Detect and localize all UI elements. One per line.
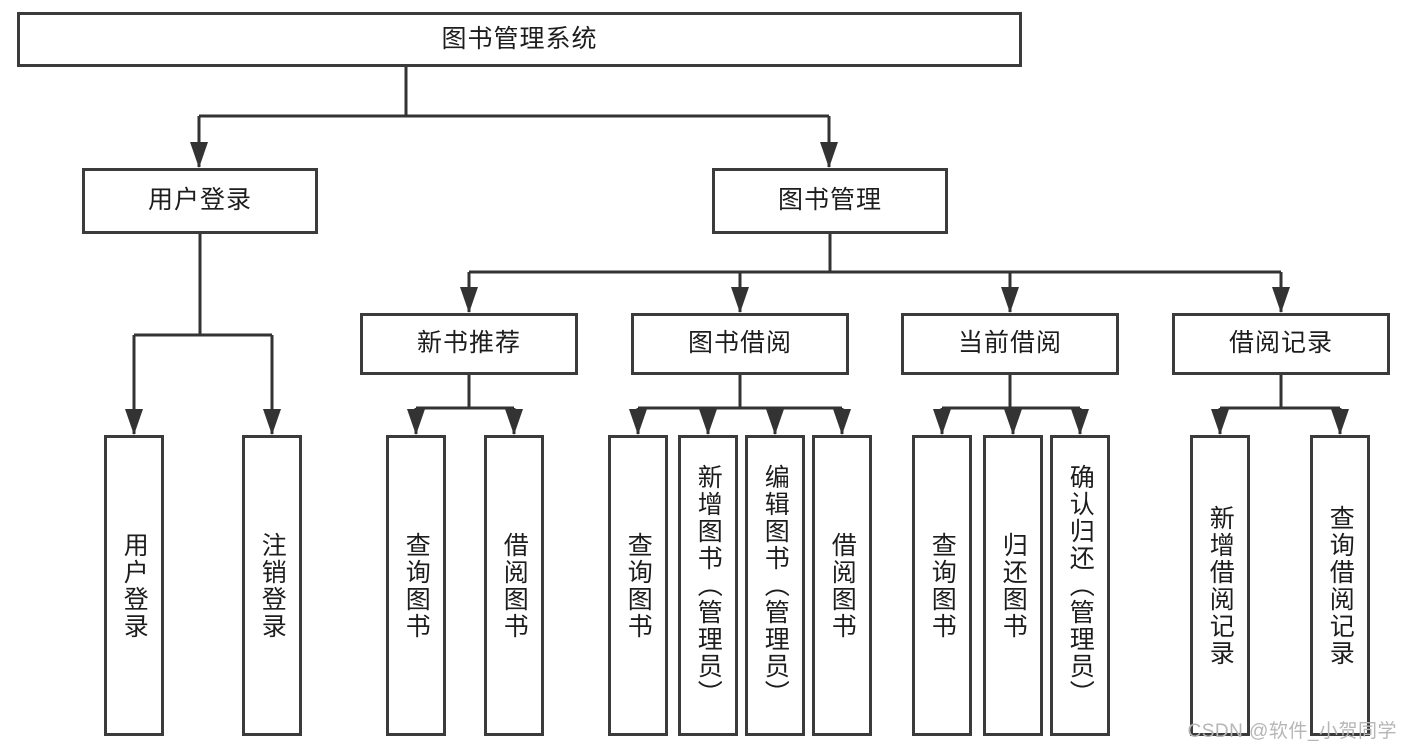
node-leaf-borrow-book-1[interactable]: 借阅图书 xyxy=(484,435,544,736)
node-leaf-borrow-book-2[interactable]: 借阅图书 xyxy=(812,435,872,736)
node-user-login[interactable]: 用户登录 xyxy=(82,168,318,234)
node-leaf-borrow-book-2-label: 借阅图书 xyxy=(828,531,857,640)
node-leaf-borrow-book-1-label: 借阅图书 xyxy=(500,531,529,640)
node-current-borrow[interactable]: 当前借阅 xyxy=(901,313,1119,375)
node-leaf-edit-book-label: 编辑图书（管理员） xyxy=(761,464,790,707)
node-new-book-recommend-label: 新书推荐 xyxy=(416,329,521,358)
node-root[interactable]: 图书管理系统 xyxy=(17,12,1022,67)
node-leaf-query-record[interactable]: 查询借阅记录 xyxy=(1310,435,1370,736)
watermark: CSDN @软件_小贺同学 xyxy=(1187,721,1397,742)
node-leaf-edit-book[interactable]: 编辑图书（管理员） xyxy=(745,435,805,736)
node-leaf-add-book[interactable]: 新增图书（管理员） xyxy=(678,435,738,736)
node-borrow-record[interactable]: 借阅记录 xyxy=(1172,313,1390,375)
node-leaf-add-record-label: 新增借阅记录 xyxy=(1206,504,1235,667)
node-leaf-confirm-return-label: 确认归还（管理员） xyxy=(1066,464,1095,707)
node-leaf-query-record-label: 查询借阅记录 xyxy=(1326,504,1355,667)
node-leaf-query-book-2[interactable]: 查询图书 xyxy=(608,435,668,736)
node-root-label: 图书管理系统 xyxy=(441,24,598,53)
node-leaf-return-book[interactable]: 归还图书 xyxy=(983,435,1043,736)
node-leaf-add-book-label: 新增图书（管理员） xyxy=(694,464,723,707)
node-leaf-query-book-1[interactable]: 查询图书 xyxy=(386,435,446,736)
node-leaf-user-login-label: 用户登录 xyxy=(120,531,149,640)
node-book-manage-label: 图书管理 xyxy=(777,186,882,215)
node-book-borrow-label: 图书借阅 xyxy=(687,329,792,358)
node-user-login-label: 用户登录 xyxy=(147,186,252,215)
node-leaf-user-login[interactable]: 用户登录 xyxy=(104,435,164,736)
node-new-book-recommend[interactable]: 新书推荐 xyxy=(360,313,578,375)
node-leaf-logout-label: 注销登录 xyxy=(258,531,287,640)
node-borrow-record-label: 借阅记录 xyxy=(1228,329,1333,358)
node-current-borrow-label: 当前借阅 xyxy=(957,329,1062,358)
node-leaf-query-book-2-label: 查询图书 xyxy=(624,531,653,640)
node-leaf-query-book-1-label: 查询图书 xyxy=(402,531,431,640)
node-leaf-confirm-return[interactable]: 确认归还（管理员） xyxy=(1050,435,1110,736)
node-leaf-query-book-3-label: 查询图书 xyxy=(928,531,957,640)
node-leaf-query-book-3[interactable]: 查询图书 xyxy=(912,435,972,736)
node-leaf-logout[interactable]: 注销登录 xyxy=(242,435,302,736)
node-book-borrow[interactable]: 图书借阅 xyxy=(631,313,849,375)
node-leaf-return-book-label: 归还图书 xyxy=(999,531,1028,640)
node-book-manage[interactable]: 图书管理 xyxy=(712,168,948,234)
node-leaf-add-record[interactable]: 新增借阅记录 xyxy=(1190,435,1250,736)
